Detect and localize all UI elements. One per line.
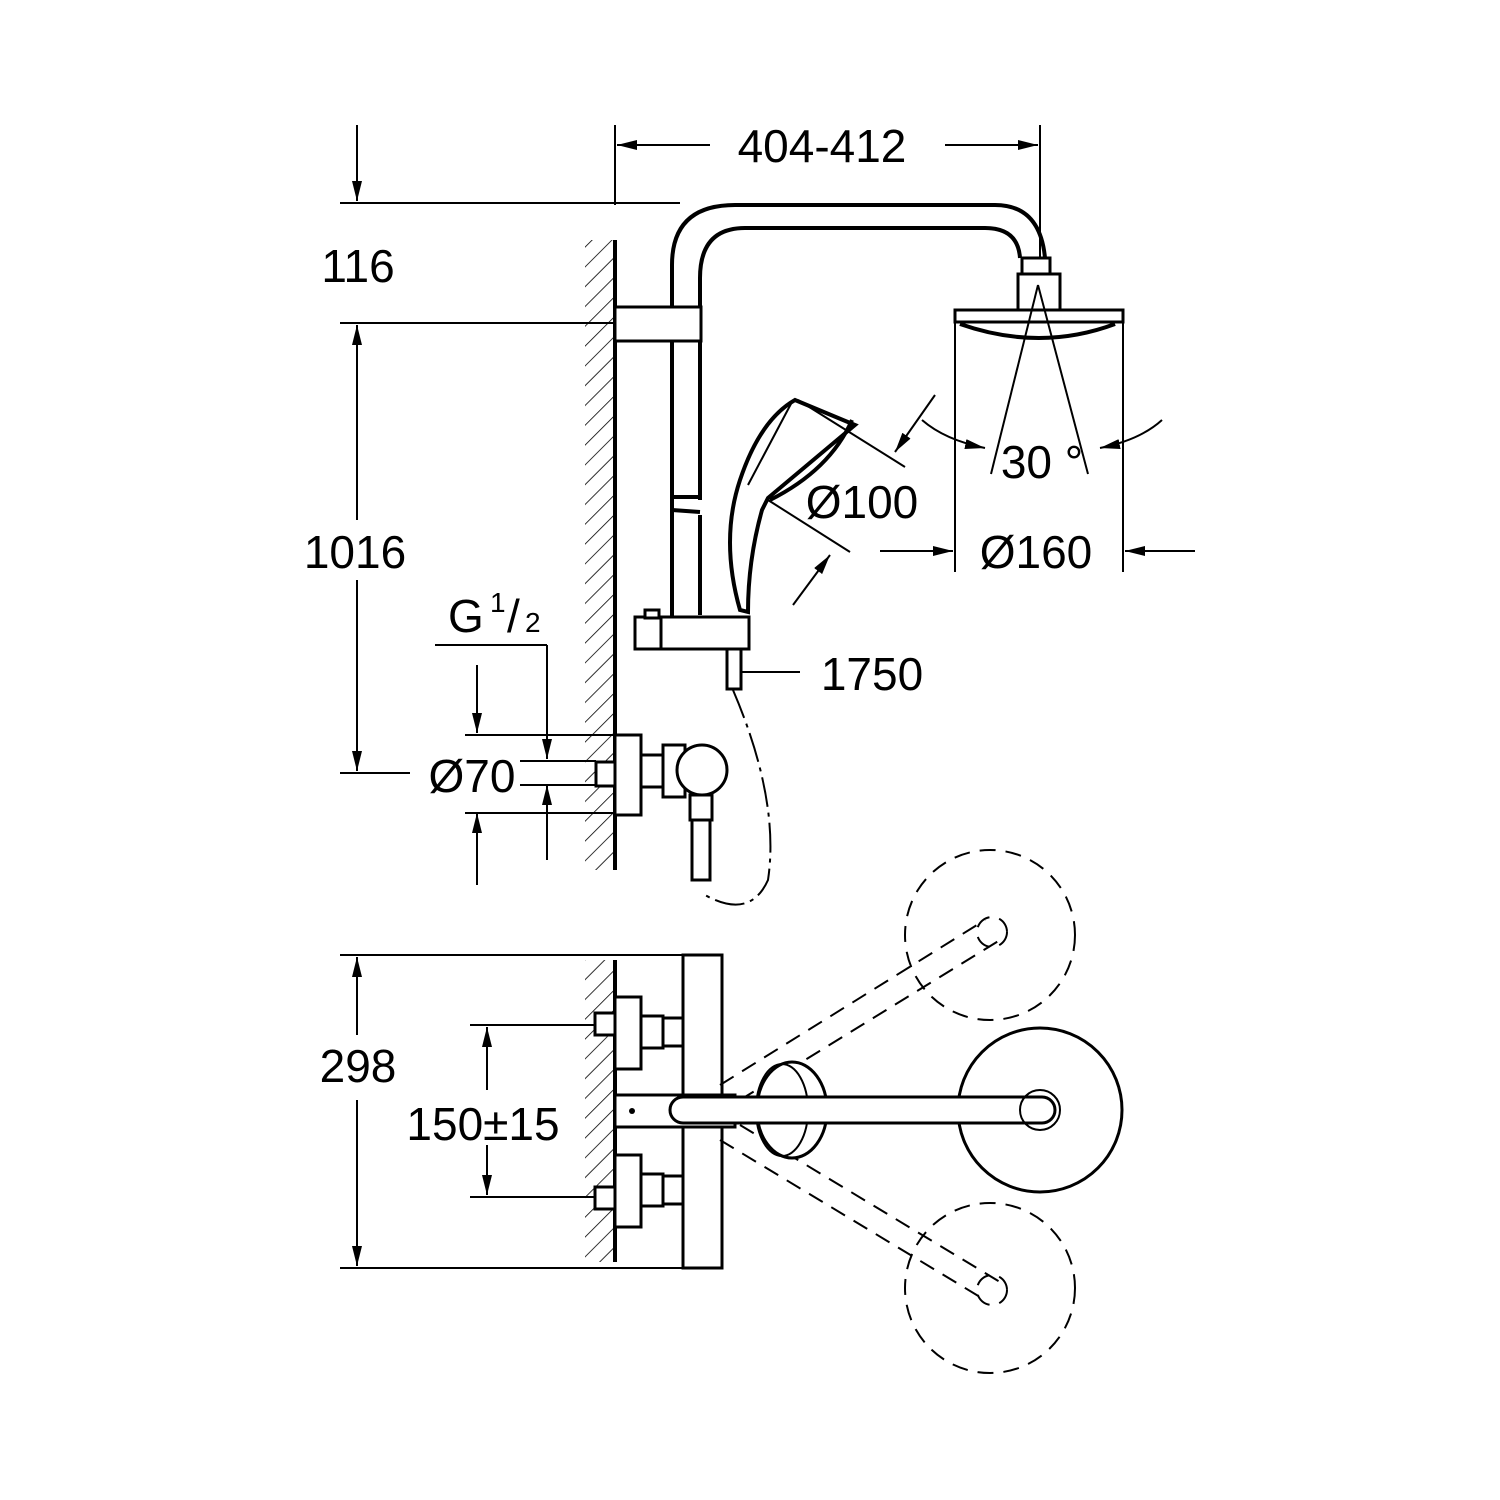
inlet-spacing-label: 150±15 (406, 1098, 559, 1150)
width-dimension: 404-412 (614, 120, 1041, 262)
height-dimensions: 116 1016 (304, 125, 680, 774)
shower-rail (613, 203, 1047, 620)
connection-dimensions: G 1 / 2 Ø70 (429, 587, 615, 885)
shower-arm-top (668, 1026, 1124, 1194)
depth-dimension: 298 (320, 954, 720, 1269)
top-view: 298 150±15 (320, 849, 1124, 1374)
side-view: 404-412 116 1016 (304, 120, 1195, 906)
thread-slash: / (507, 590, 520, 642)
thermostat-mixer (594, 733, 729, 882)
width-range-label: 404-412 (738, 120, 907, 172)
spray-angle-label: 30 ° (1001, 436, 1083, 488)
rail-height-label: 1016 (304, 526, 406, 578)
hand-shower-diameter-label: Ø100 (806, 476, 919, 528)
rosette-diameter-label: Ø70 (429, 750, 516, 802)
thread-denominator: 2 (525, 607, 541, 638)
head-shower: 30 ° Ø160 (880, 256, 1195, 578)
depth-label: 298 (320, 1040, 397, 1092)
arm-height-label: 116 (321, 240, 394, 292)
hand-shower: Ø100 (728, 394, 936, 615)
shower-arm-alternate-positions (719, 849, 1076, 1374)
inlet-spacing-dimension: 150±15 (406, 1024, 610, 1198)
slider-and-hose: 1750 (633, 608, 923, 906)
wall-top (585, 960, 617, 1262)
head-shower-diameter-label: Ø160 (980, 526, 1093, 578)
hose-length-label: 1750 (821, 648, 923, 700)
thread-numerator: 1 (490, 587, 506, 618)
thread-letter: G (448, 590, 484, 642)
